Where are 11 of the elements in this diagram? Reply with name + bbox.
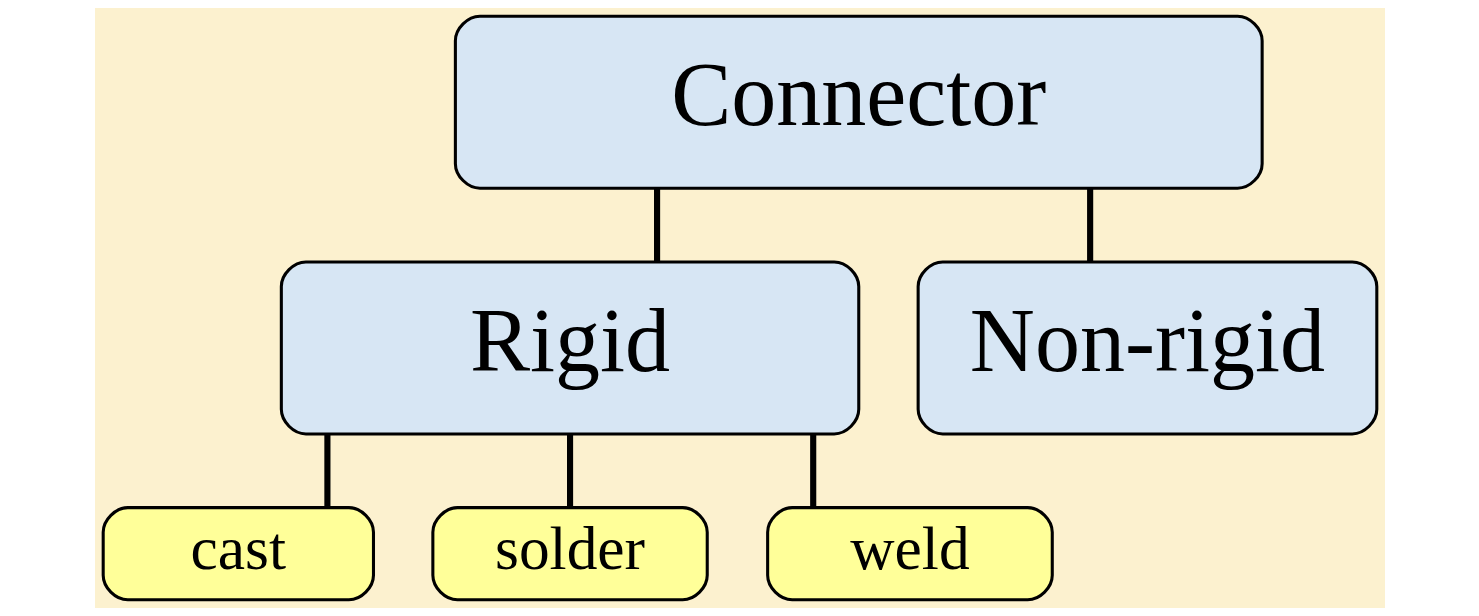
connector (809, 434, 816, 508)
node-box: Non-rigid (916, 260, 1378, 436)
node-box: cast (101, 506, 375, 602)
connector (653, 188, 660, 262)
connector (1086, 188, 1093, 262)
node-box: solder (430, 506, 709, 602)
node-box: Connector (453, 14, 1264, 190)
node-box: Rigid (279, 260, 860, 436)
connector (323, 434, 330, 508)
node-box: weld (765, 506, 1054, 602)
connector (566, 434, 573, 508)
